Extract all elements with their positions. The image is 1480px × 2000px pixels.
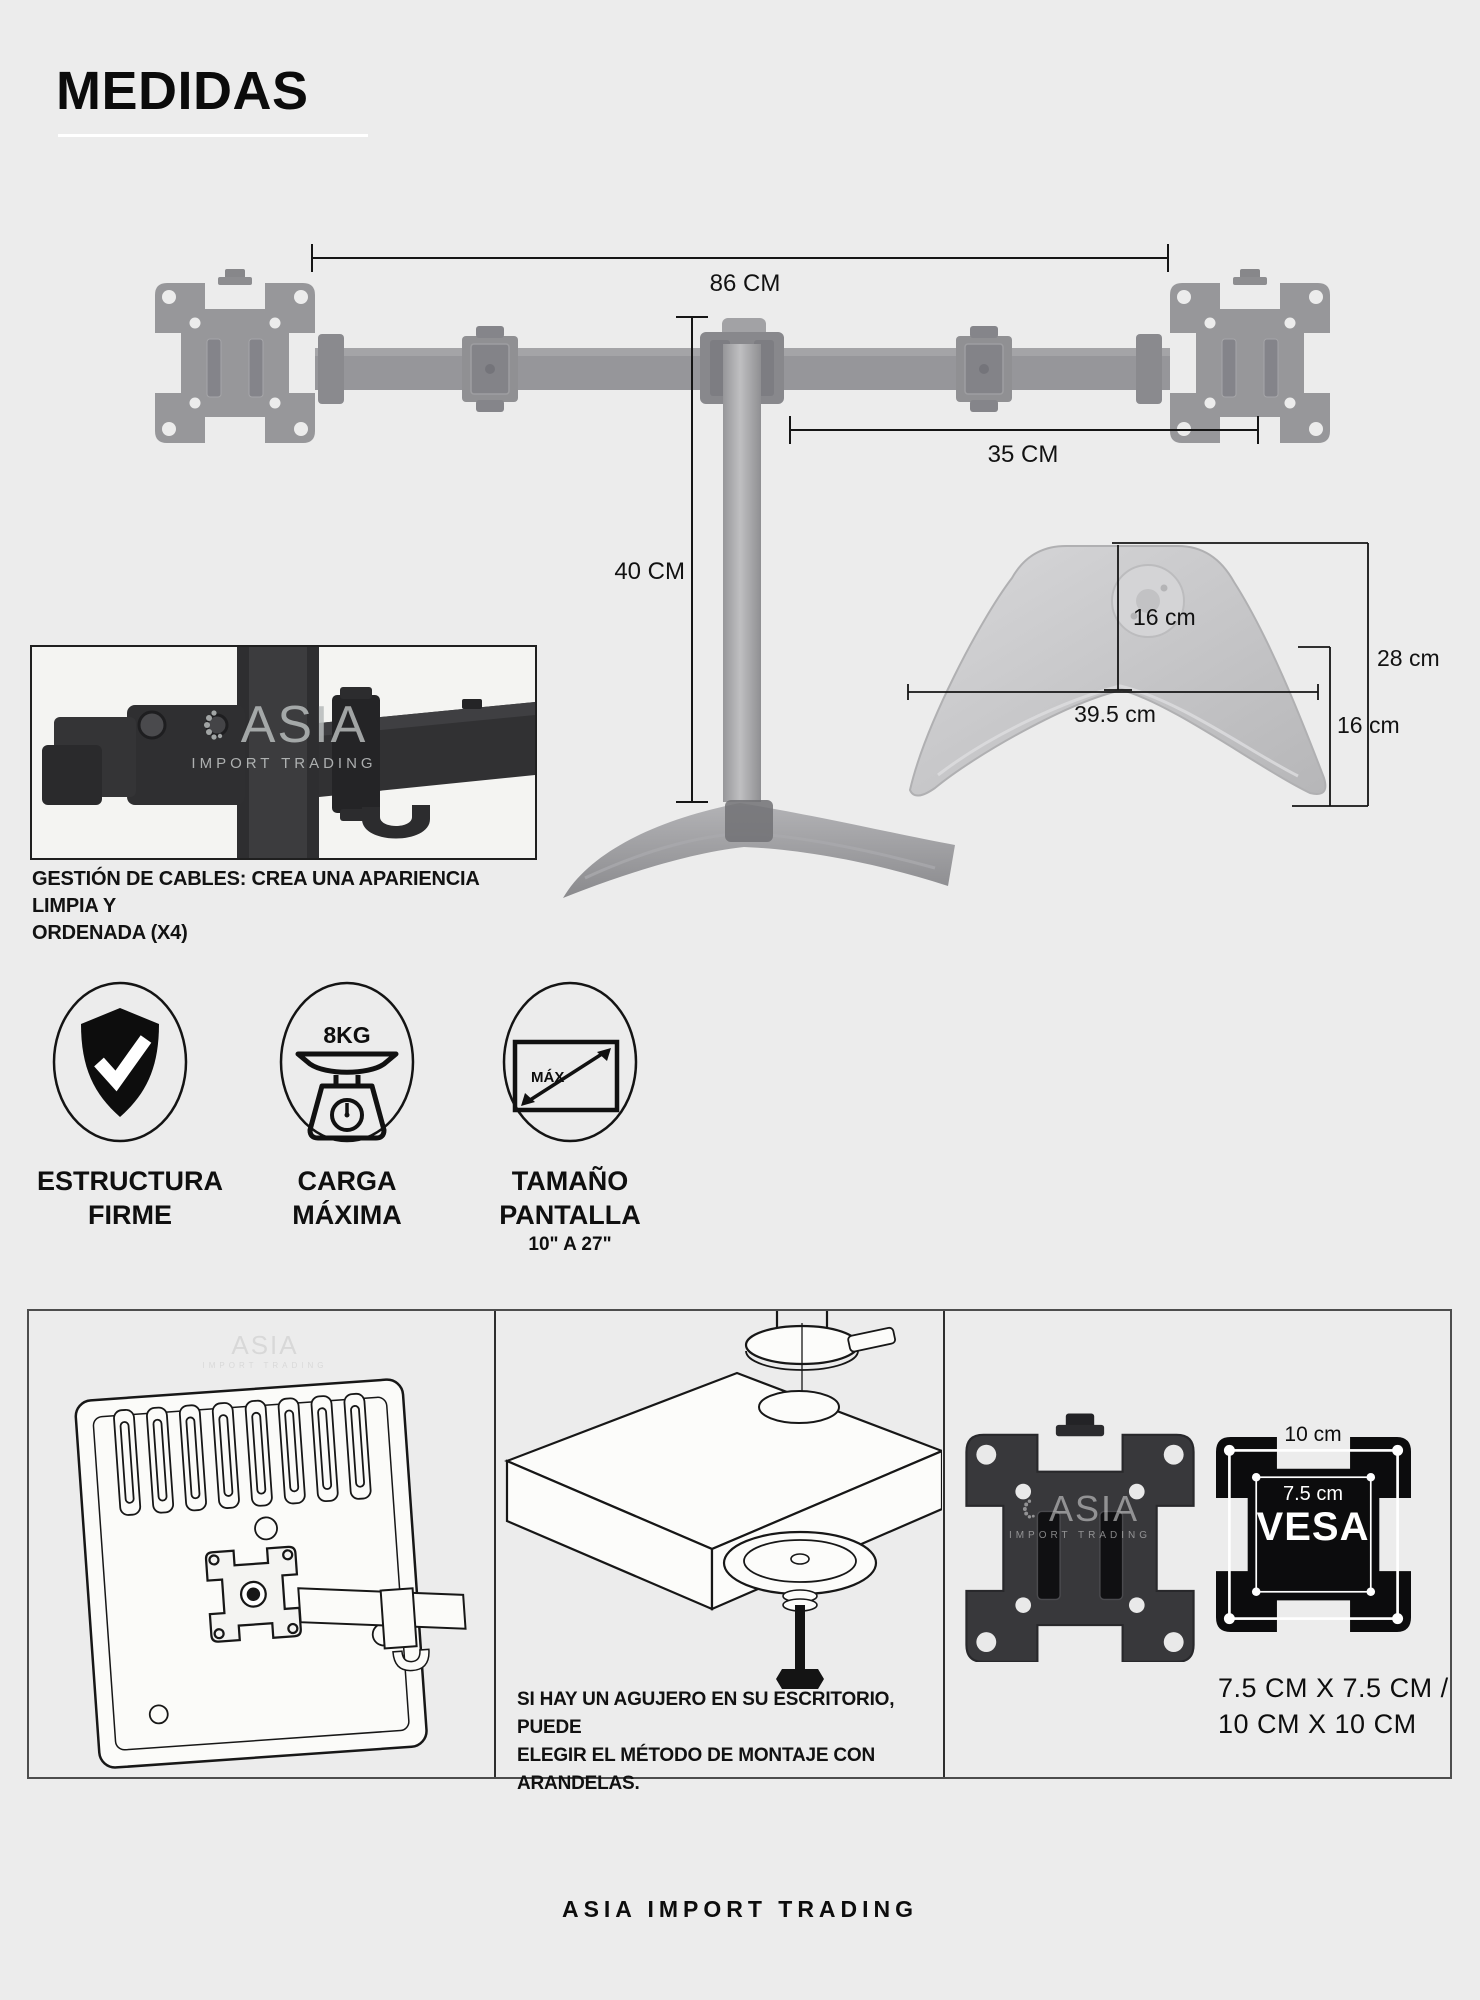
feature-max-load <box>252 980 442 1145</box>
vesa-title: VESA <box>1256 1505 1370 1549</box>
feature-max-load-label: CARGA MÁXIMA <box>292 1166 402 1230</box>
desk-mount-note: SI HAY UN AGUJERO EN SU ESCRITORIO, PUED… <box>517 1689 895 1794</box>
screen-size-max-text: MÁX <box>531 1069 565 1086</box>
cable-management-drawing <box>32 647 535 858</box>
right-arm-clamp <box>956 326 1012 412</box>
feature-structure-label: ESTRUCTURA FIRME <box>37 1166 223 1230</box>
dimension-label-base-width: 39.5 cm <box>1074 701 1156 727</box>
desk-grommet-drawing <box>504 1311 942 1689</box>
dimension-label-total-width: 86 CM <box>709 270 781 297</box>
page-title: MEDIDAS <box>56 61 309 121</box>
dimension-label-pole-height: 40 CM <box>614 558 685 585</box>
feature-screen-size-label: TAMAÑO PANTALLA <box>499 1166 641 1230</box>
stand-pole <box>723 344 761 802</box>
feature-screen-size-range: 10" A 27" <box>528 1234 612 1255</box>
cable-management-photo: ASIA IMPORT TRADING <box>30 645 537 860</box>
footer-brand: ASIA IMPORT TRADING <box>561 1896 919 1922</box>
max-load-badge: 8KG <box>323 1022 371 1048</box>
stand-base <box>563 800 955 898</box>
feature-structure <box>25 980 215 1145</box>
dimension-label-hub-depth: 16 cm <box>1133 604 1196 630</box>
monitor-stand-diagram <box>155 244 1369 898</box>
base-plate-dimension-lines <box>907 542 1369 807</box>
feature-screen-size <box>475 980 665 1145</box>
dimension-label-arm-length: 35 CM <box>987 441 1059 468</box>
scale-icon <box>279 981 415 1143</box>
left-arm-clamp <box>462 326 518 412</box>
title-underline <box>58 134 368 137</box>
vesa-sizes-text: 7.5 CM X 7.5 CM / 10 CM X 10 CM <box>1218 1673 1449 1739</box>
dimension-lines <box>311 244 1259 803</box>
dimension-label-leg-depth: 16 cm <box>1337 712 1400 738</box>
panel-divider <box>943 1311 945 1777</box>
installation-panels <box>27 1309 1452 1779</box>
dimension-label-base-depth: 28 cm <box>1377 645 1440 671</box>
right-vesa-plate <box>1170 269 1330 443</box>
vesa-inner-size-label: 7.5 cm <box>1282 1483 1344 1505</box>
screen-size-icon <box>502 981 638 1143</box>
monitor-back-drawing <box>74 1378 467 1769</box>
vesa-pattern-diagram <box>1216 1437 1411 1632</box>
cable-management-caption: GESTIÓN DE CABLES: CREA UNA APARIENCIA L… <box>32 868 479 944</box>
shield-check-icon <box>52 981 188 1143</box>
vesa-outer-size-label: 10 cm <box>1284 1423 1342 1446</box>
panel-divider <box>494 1311 496 1777</box>
left-vesa-plate <box>155 269 315 443</box>
vesa-plate-photo <box>965 1413 1195 1662</box>
